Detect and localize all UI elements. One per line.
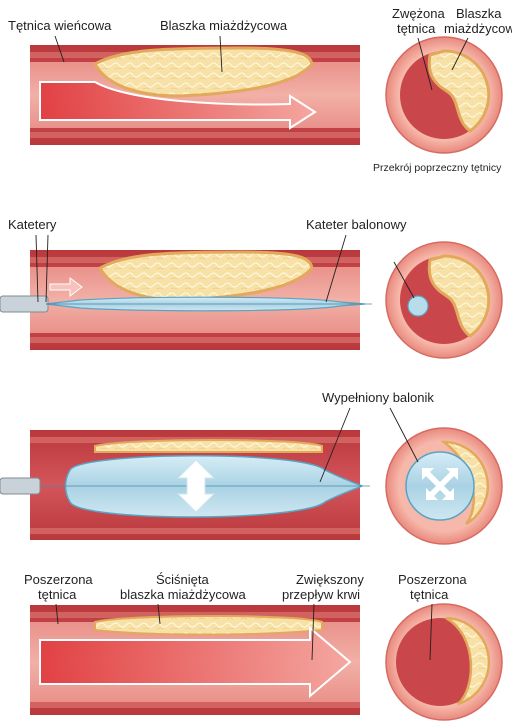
cross-section-widened: [386, 604, 502, 720]
guide-catheter: [0, 478, 40, 494]
panel-2-catheter-insertion: Katetery Kateter balonowy: [0, 217, 502, 358]
label-catheters: Katetery: [8, 217, 57, 232]
cross-section-with-catheter: [386, 242, 502, 358]
cross-section-inflated: [386, 428, 502, 544]
label-compressed-plaque-l1: Ściśnięta: [156, 572, 210, 587]
label-compressed-plaque-l2: blaszka miażdżycowa: [120, 587, 246, 602]
caption-cross-section: Przekrój poprzeczny tętnicy: [373, 162, 502, 174]
compressed-plaque-longitudinal: [95, 616, 322, 635]
catheter-cross-section: [408, 296, 428, 316]
panel-1-narrowed-artery: Tętnica wieńcowa Blaszka miażdżycowa Zwę…: [8, 6, 512, 174]
label-plaque: Blaszka miażdżycowa: [160, 18, 288, 33]
panel-3-inflated-balloon: Wypełniony balonik: [0, 390, 502, 544]
guide-catheter: [0, 296, 48, 312]
label-increased-flow-l2: przepływ krwi: [282, 587, 360, 602]
label-widened-artery-right-l2: tętnica: [410, 587, 449, 602]
label-increased-flow-l1: Zwiększony: [296, 572, 364, 587]
compressed-plaque-top: [95, 440, 322, 452]
label-plaque-right-l1: Blaszka: [456, 6, 502, 21]
label-widened-artery-right-l1: Poszerzona: [398, 572, 467, 587]
label-widened-artery-l2: tętnica: [38, 587, 77, 602]
label-narrowed-artery-l1: Zwężona: [392, 6, 446, 21]
label-plaque-right-l2: miażdżycowa: [444, 21, 512, 36]
label-narrowed-artery-l2: tętnica: [397, 21, 436, 36]
label-inflated-balloon: Wypełniony balonik: [322, 390, 434, 405]
label-widened-artery-l1: Poszerzona: [24, 572, 93, 587]
cross-section-narrowed: [386, 37, 502, 153]
label-coronary-artery: Tętnica wieńcowa: [8, 18, 112, 33]
panel-4-widened-artery: Poszerzona tętnica Ściśnięta blaszka mia…: [24, 572, 502, 720]
label-balloon-catheter: Kateter balonowy: [306, 217, 407, 232]
